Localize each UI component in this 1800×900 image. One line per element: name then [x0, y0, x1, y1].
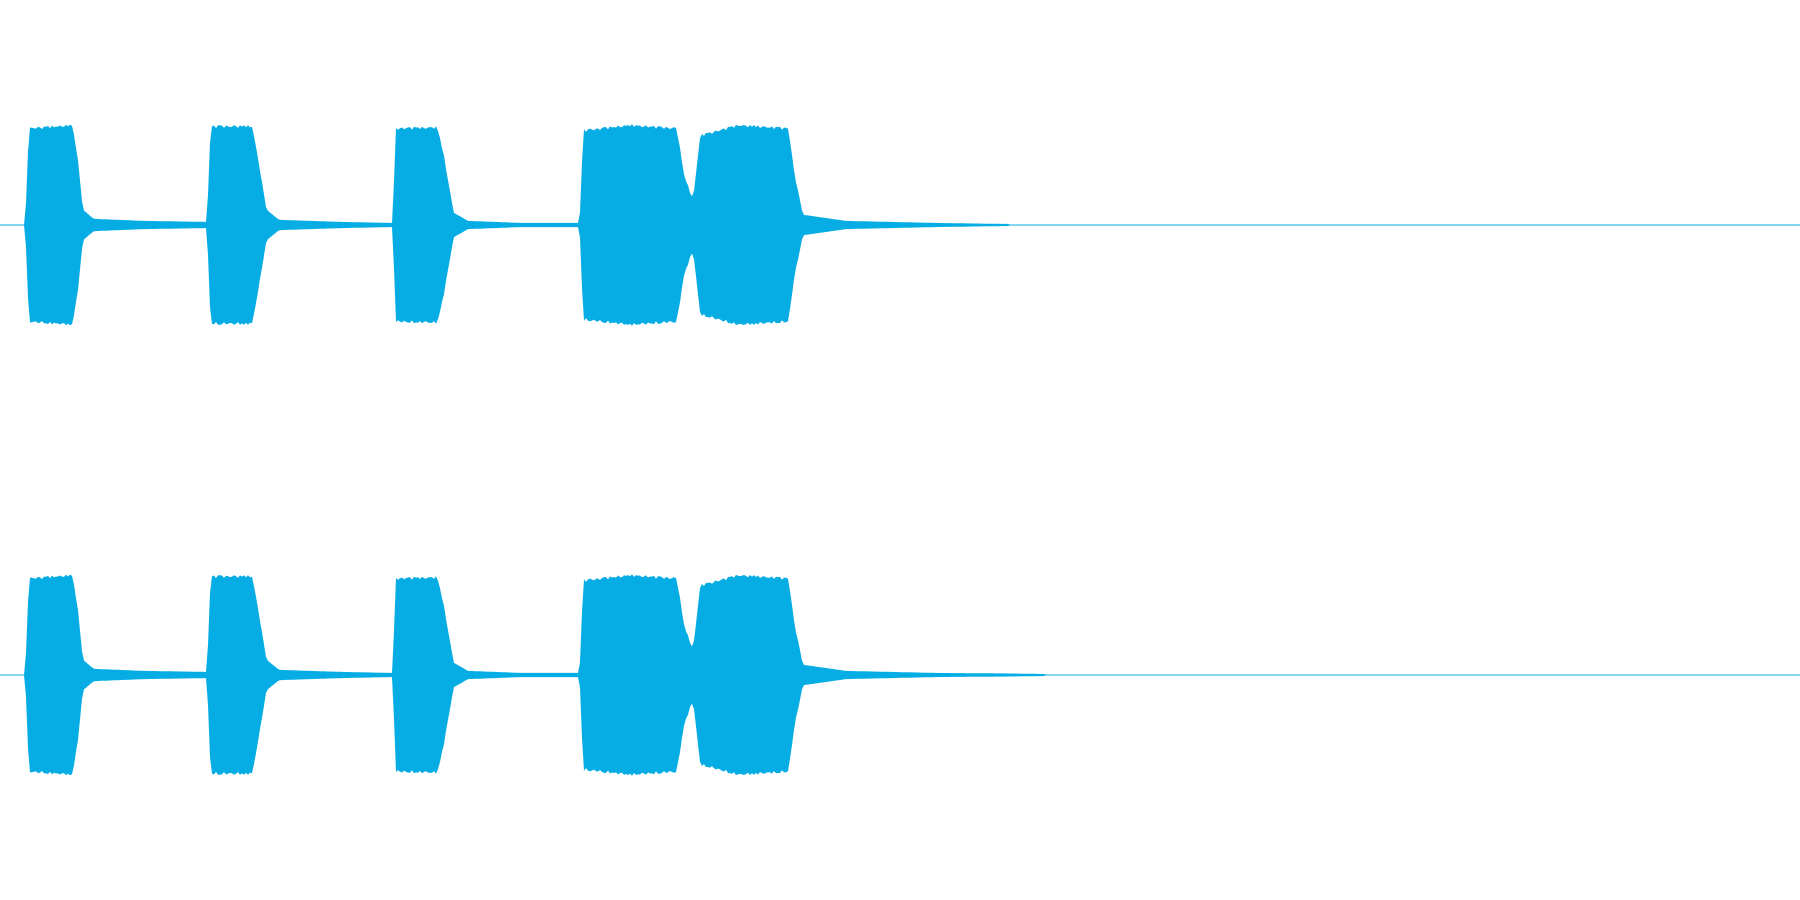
waveform-left — [0, 124, 1800, 326]
channel-left — [0, 124, 1800, 326]
channel-right — [0, 574, 1800, 776]
waveform-right — [0, 574, 1800, 776]
